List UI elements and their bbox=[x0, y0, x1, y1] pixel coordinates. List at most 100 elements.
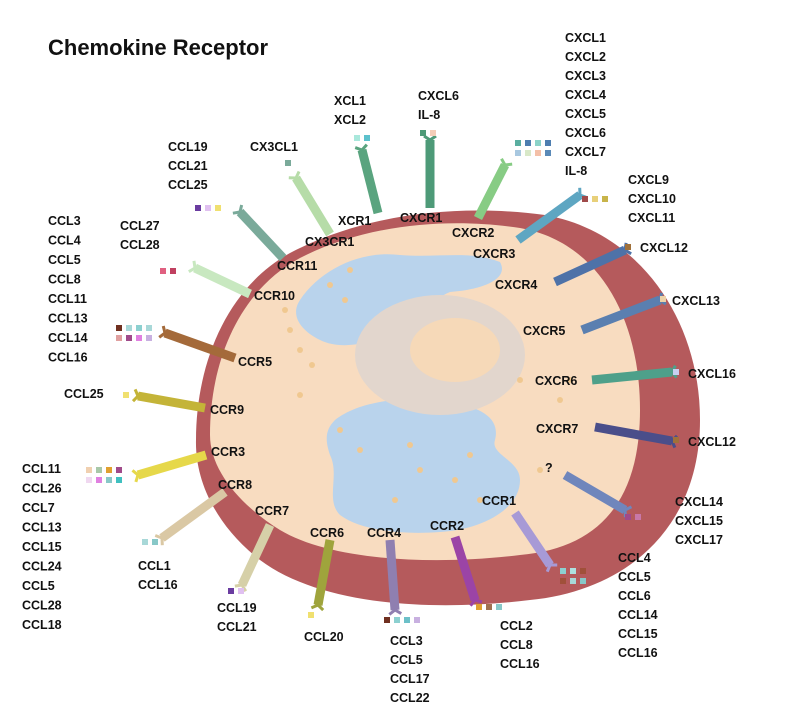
ligand-label: CXCL4 bbox=[565, 88, 606, 102]
receptor-prong bbox=[475, 600, 482, 602]
receptor-label: CXCR1 bbox=[400, 211, 442, 225]
ligand-label: XCL2 bbox=[334, 113, 366, 127]
ligand-label: CCL11 bbox=[22, 462, 61, 476]
ligand-label: CCL25 bbox=[64, 387, 104, 401]
vesicle bbox=[467, 452, 473, 458]
receptor-label: CCR11 bbox=[277, 259, 317, 273]
ligand-label: CXCL12 bbox=[688, 435, 736, 449]
vesicle bbox=[347, 267, 353, 273]
ligand-label: CXCL2 bbox=[565, 50, 606, 64]
ligand-square bbox=[136, 335, 142, 341]
ligand-label: CXCL15 bbox=[675, 514, 723, 528]
receptor-stalk bbox=[240, 212, 283, 258]
ligand-square bbox=[602, 196, 608, 202]
ligand-square bbox=[545, 150, 551, 156]
ligand-label: CXCL6 bbox=[565, 126, 606, 140]
ligand-label: CCL15 bbox=[618, 627, 658, 641]
receptor-label: CCR5 bbox=[238, 355, 272, 369]
ligand-square bbox=[170, 268, 176, 274]
receptor-label: CCR2 bbox=[430, 519, 464, 533]
ligand-square bbox=[420, 130, 426, 136]
ligand-square bbox=[86, 477, 92, 483]
vesicle bbox=[517, 377, 523, 383]
ligand-label: CXCL3 bbox=[565, 69, 606, 83]
ligand-label: CCL21 bbox=[168, 159, 208, 173]
ligand-square bbox=[116, 477, 122, 483]
ligand-square bbox=[354, 135, 360, 141]
vesicle bbox=[417, 467, 423, 473]
diagram-title: Chemokine Receptor bbox=[48, 35, 268, 60]
receptor-label: CXCR6 bbox=[535, 374, 577, 388]
ligand-label: CCL15 bbox=[22, 540, 62, 554]
vesicle bbox=[297, 392, 303, 398]
ligand-square bbox=[580, 568, 586, 574]
receptor-label: CCR4 bbox=[367, 526, 401, 540]
ligand-label: CCL8 bbox=[48, 273, 81, 287]
vesicle bbox=[392, 497, 398, 503]
vesicle bbox=[407, 442, 413, 448]
vesicle bbox=[337, 427, 343, 433]
vesicle bbox=[287, 327, 293, 333]
ligand-square bbox=[570, 568, 576, 574]
ligand-square bbox=[525, 140, 531, 146]
receptor-label: CXCR5 bbox=[523, 324, 565, 338]
ligand-square bbox=[364, 135, 370, 141]
receptor-prong bbox=[311, 605, 318, 608]
receptor-prong bbox=[135, 389, 138, 396]
receptor-label: CXCR7 bbox=[536, 422, 578, 436]
ligand-square bbox=[116, 335, 122, 341]
ligand-square bbox=[430, 130, 436, 136]
ligand-label: CCL28 bbox=[120, 238, 160, 252]
ligand-label: CCL21 bbox=[217, 620, 257, 634]
ligand-square bbox=[560, 568, 566, 574]
ligand-square bbox=[660, 296, 666, 302]
ligand-label: CCL18 bbox=[22, 618, 62, 632]
unknown-receptor-mark: ? bbox=[545, 461, 553, 475]
nucleolus bbox=[410, 318, 500, 382]
ligand-square bbox=[142, 539, 148, 545]
receptor-label: CXCR2 bbox=[452, 226, 494, 240]
ligand-square bbox=[515, 150, 521, 156]
ligand-square bbox=[238, 588, 244, 594]
ligand-label: CCL6 bbox=[618, 589, 651, 603]
ligand-label: CCL3 bbox=[48, 214, 81, 228]
ligand-label: CCL5 bbox=[22, 579, 55, 593]
ligand-square bbox=[308, 612, 314, 618]
receptor-stalk bbox=[296, 178, 330, 234]
receptor-stalk bbox=[138, 396, 205, 408]
ligand-label: CXCL12 bbox=[640, 241, 688, 255]
receptor-prong bbox=[395, 610, 401, 614]
ligand-label: CCL13 bbox=[22, 521, 62, 535]
ligand-square bbox=[486, 604, 492, 610]
ligand-label: CCL16 bbox=[500, 657, 540, 671]
ligand-label: CXCL5 bbox=[565, 107, 606, 121]
vesicle bbox=[357, 447, 363, 453]
ligand-square bbox=[496, 604, 502, 610]
ligand-square bbox=[535, 140, 541, 146]
receptor-label: CCR10 bbox=[254, 289, 295, 303]
ligand-label: CCL28 bbox=[22, 599, 62, 613]
receptor-stalk bbox=[162, 492, 225, 538]
receptor-prong bbox=[389, 610, 395, 614]
vesicle bbox=[452, 477, 458, 483]
ligand-label: CCL4 bbox=[48, 234, 81, 248]
vesicle bbox=[537, 467, 543, 473]
ligand-square bbox=[205, 205, 211, 211]
ligand-square bbox=[106, 467, 112, 473]
ligand-square bbox=[136, 325, 142, 331]
ligand-label: CCL27 bbox=[120, 219, 160, 233]
vesicle bbox=[309, 362, 315, 368]
ligand-square bbox=[592, 196, 598, 202]
receptor-prong bbox=[430, 136, 436, 140]
ligand-label: XCL1 bbox=[334, 94, 366, 108]
ligand-label: IL-8 bbox=[418, 108, 440, 122]
ligand-square bbox=[384, 617, 390, 623]
receptor-label: CX3CR1 bbox=[305, 235, 354, 249]
receptor-label: XCR1 bbox=[338, 214, 371, 228]
ligand-label: CXCL9 bbox=[628, 173, 669, 187]
ligand-square bbox=[580, 578, 586, 584]
ligand-square bbox=[582, 196, 588, 202]
ligand-label: CXCL1 bbox=[565, 31, 606, 45]
